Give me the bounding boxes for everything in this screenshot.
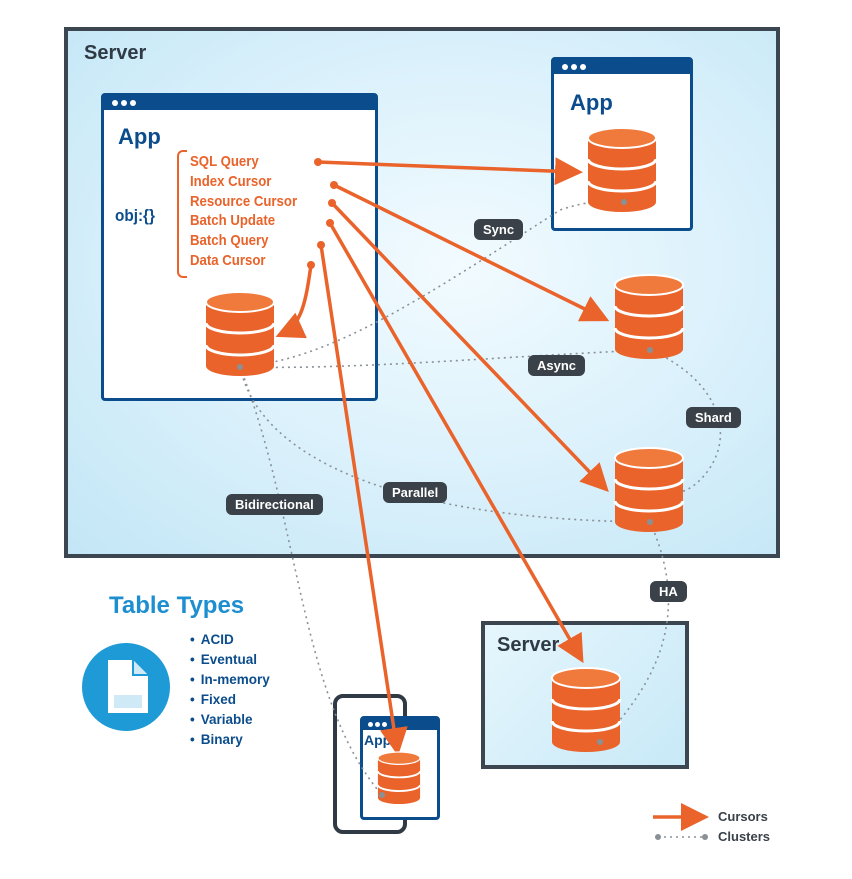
document-icon <box>82 643 170 731</box>
cursor-arrow-data-cursor <box>275 263 313 339</box>
op-data-cursor: Data Cursor <box>190 252 266 269</box>
database-icon <box>586 126 658 214</box>
pill-sync: Sync <box>474 219 524 240</box>
cursor-arrow-index-cursor <box>332 183 610 322</box>
cluster-endpoints <box>237 199 653 798</box>
table-types-list: ACID Eventual In-memory Fixed Variable B… <box>190 630 270 750</box>
server-small-label: Server <box>497 634 560 656</box>
pill-bidirectional: Bidirectional <box>226 494 323 515</box>
table-types-title: Table Types <box>109 592 245 619</box>
pill-shard: Shard <box>686 407 741 428</box>
cursor-arrows <box>275 157 610 756</box>
window-title-bar <box>363 719 437 730</box>
cluster-line-parallel <box>239 366 651 523</box>
window-title-bar <box>104 96 375 110</box>
table-type-item: Variable <box>190 710 270 730</box>
window-dot <box>580 64 586 70</box>
op-batch-query: Batch Query <box>190 232 269 249</box>
table-type-item: Eventual <box>190 650 270 670</box>
obj-label: obj:{} <box>115 206 155 225</box>
server-main-label: Server <box>84 42 147 64</box>
window-dot <box>368 722 373 727</box>
window-title-bar <box>554 60 690 74</box>
cursor-arrow-resource-cursor <box>330 201 609 493</box>
window-dot <box>130 100 136 106</box>
legend <box>653 803 709 840</box>
table-type-item: Binary <box>190 730 270 750</box>
op-index-cursor: Index Cursor <box>190 173 272 190</box>
cursor-arrow-batch-update <box>328 221 584 664</box>
cluster-line-bidirectional <box>239 366 383 796</box>
database-icon <box>204 290 276 378</box>
op-sql-query: SQL Query <box>190 153 259 170</box>
window-dot <box>571 64 577 70</box>
legend-cursors-label: Cursors <box>718 809 768 824</box>
cursor-origin-dots <box>307 158 338 269</box>
legend-clusters-label: Clusters <box>718 829 771 844</box>
app-main-label: App <box>118 124 161 149</box>
window-dot <box>562 64 568 70</box>
cluster-line-sync <box>239 200 625 368</box>
database-icon <box>550 666 622 754</box>
pill-async: Async <box>528 355 586 376</box>
table-type-item: ACID <box>190 630 270 650</box>
operations-bracket <box>177 150 187 278</box>
cursor-arrow-sql-query <box>316 157 583 186</box>
pill-ha: HA <box>650 581 687 602</box>
cursor-arrow-batch-query <box>319 243 408 756</box>
window-dot <box>112 100 118 106</box>
window-dot <box>121 100 127 106</box>
op-batch-update: Batch Update <box>190 212 276 229</box>
pill-parallel: Parallel <box>383 482 448 503</box>
table-type-item: Fixed <box>190 690 270 710</box>
op-resource-cursor: Resource Cursor <box>190 193 298 210</box>
table-type-item: In-memory <box>190 670 270 690</box>
window-dot <box>382 722 387 727</box>
cluster-line-async <box>239 349 651 369</box>
window-dot <box>375 722 380 727</box>
database-icon <box>613 273 685 361</box>
app-top-right-label: App <box>570 90 613 115</box>
